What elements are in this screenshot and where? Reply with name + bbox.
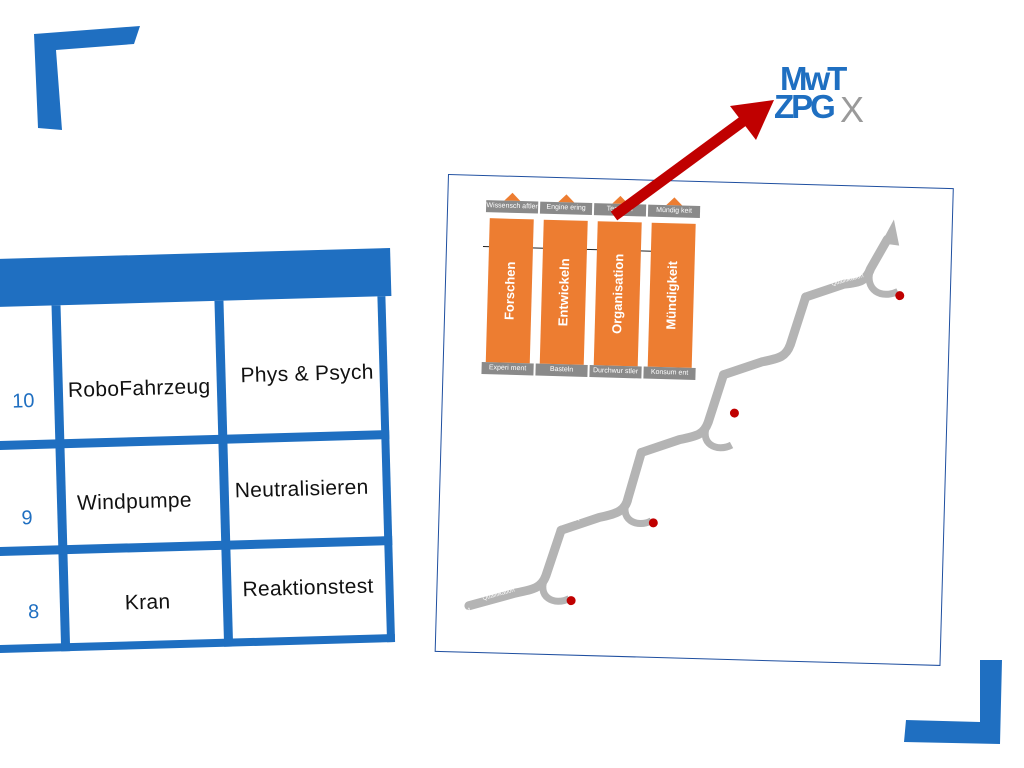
step-marker — [566, 596, 576, 606]
grade-9: 9 — [21, 507, 33, 530]
table-cell: Windpumpe — [76, 488, 193, 515]
step-marker — [729, 408, 739, 418]
arrow-letter: A — [811, 305, 815, 311]
grade-table: 10 RoboFahrzeug Phys & Psych 9 Windpumpe… — [0, 240, 402, 672]
qualification-staircase: Qualifikation Qualifikation Qualifikatio… — [464, 219, 905, 614]
arrow-letter: A — [696, 410, 700, 416]
grade-8: 8 — [27, 600, 40, 624]
mwt-zpg-logo: MwT ZPG X — [774, 60, 865, 130]
corner-bracket-bottom-right-icon — [904, 660, 1002, 744]
table-cell: Neutralisieren — [234, 475, 369, 503]
arrow-up-right-icon — [610, 100, 774, 221]
grade-10: 10 — [11, 389, 35, 413]
diagram-panel: Wissensch aftler Forschen Experi ment En… — [434, 174, 954, 666]
arrow-letter: A — [467, 608, 471, 614]
corner-bracket-top-left-icon — [34, 26, 140, 130]
table-cell: Kran — [124, 590, 171, 615]
table-cell: Reaktionstest — [242, 574, 374, 602]
table-cell: Phys & Psych — [240, 360, 374, 388]
step-marker — [895, 291, 905, 301]
arrow-letter: A — [575, 517, 579, 523]
step-marker — [648, 518, 658, 528]
table-cell: RoboFahrzeug — [67, 375, 211, 403]
